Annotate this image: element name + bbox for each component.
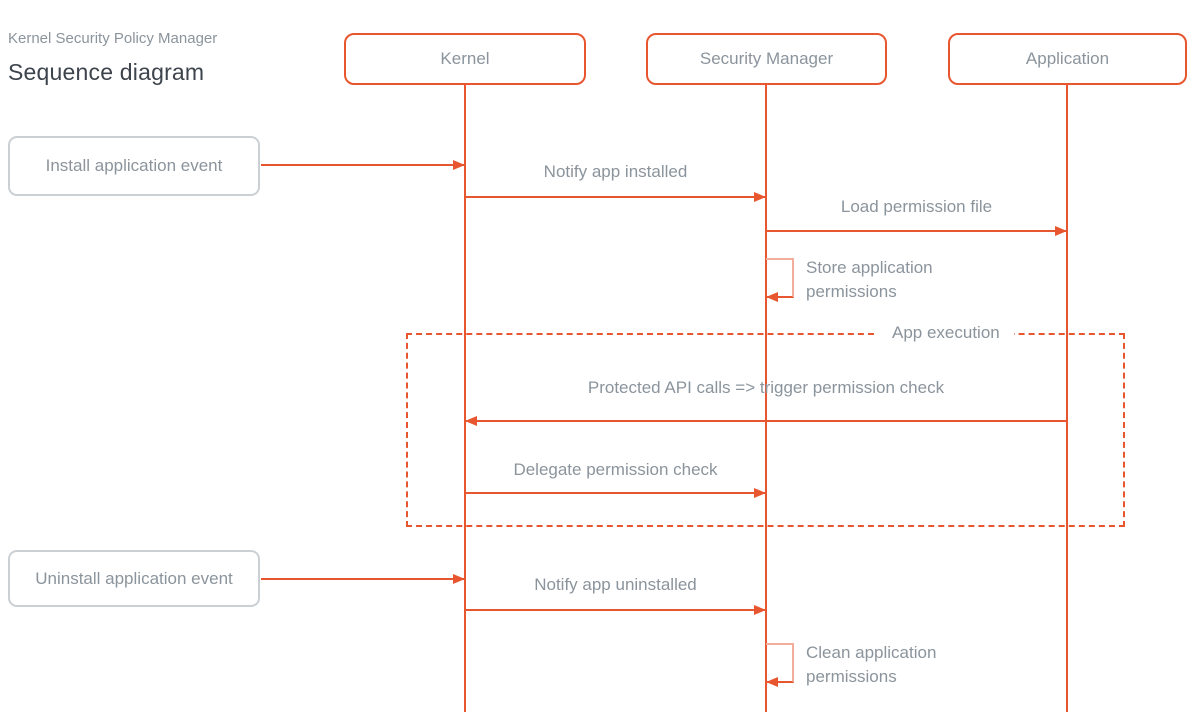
- lifeline-application: [1066, 85, 1068, 712]
- event-box-install: Install application event: [8, 136, 260, 196]
- arrow-line: [465, 492, 766, 494]
- group-frame-app-execution: App execution: [406, 323, 1125, 527]
- event-label-uninstall: Uninstall application event: [35, 568, 233, 588]
- message-label: Notify app installed: [543, 162, 688, 181]
- arrowhead-right-icon: [754, 192, 766, 202]
- diagram-subtitle: Kernel Security Policy Manager: [8, 30, 218, 47]
- arrowhead-right-icon: [754, 605, 766, 615]
- message-label: Store application permissions: [806, 258, 933, 301]
- arrowhead-right-icon: [453, 574, 465, 584]
- actor-label-security-manager: Security Manager: [699, 49, 834, 68]
- lifeline-security-manager: [765, 85, 767, 712]
- arrowhead-left-icon: [465, 416, 477, 426]
- arrow-line: [465, 196, 766, 198]
- self-loop: [766, 643, 794, 683]
- event-label-install: Install application event: [45, 156, 223, 175]
- event-box-uninstall: Uninstall application event: [8, 550, 260, 607]
- arrowhead-right-icon: [453, 160, 465, 170]
- lifeline-kernel: [464, 85, 466, 712]
- arrowhead-left-icon: [766, 292, 778, 302]
- message-label: Clean application permissions: [806, 643, 937, 686]
- arrowhead-right-icon: [754, 488, 766, 498]
- group-label: App execution: [878, 323, 1014, 343]
- arrow-line: [261, 578, 465, 580]
- message-label: Load permission file: [840, 197, 993, 216]
- self-loop: [766, 258, 794, 298]
- actor-label-application: Application: [1025, 49, 1110, 68]
- arrow-line: [261, 164, 465, 166]
- message-label: Notify app uninstalled: [534, 575, 697, 594]
- actor-box-application: Application: [948, 33, 1187, 85]
- arrow-line: [766, 230, 1067, 232]
- actor-box-kernel: Kernel: [344, 33, 586, 85]
- actor-label-kernel: Kernel: [440, 49, 490, 68]
- arrow-line: [465, 420, 1067, 422]
- page-title: Sequence diagram: [8, 59, 205, 85]
- actor-box-security-manager: Security Manager: [646, 33, 887, 85]
- arrowhead-right-icon: [1055, 226, 1067, 236]
- arrow-line: [465, 609, 766, 611]
- arrowhead-left-icon: [766, 677, 778, 687]
- message-label: Delegate permission check: [513, 460, 718, 479]
- message-label: Protected API calls => trigger permissio…: [587, 378, 945, 397]
